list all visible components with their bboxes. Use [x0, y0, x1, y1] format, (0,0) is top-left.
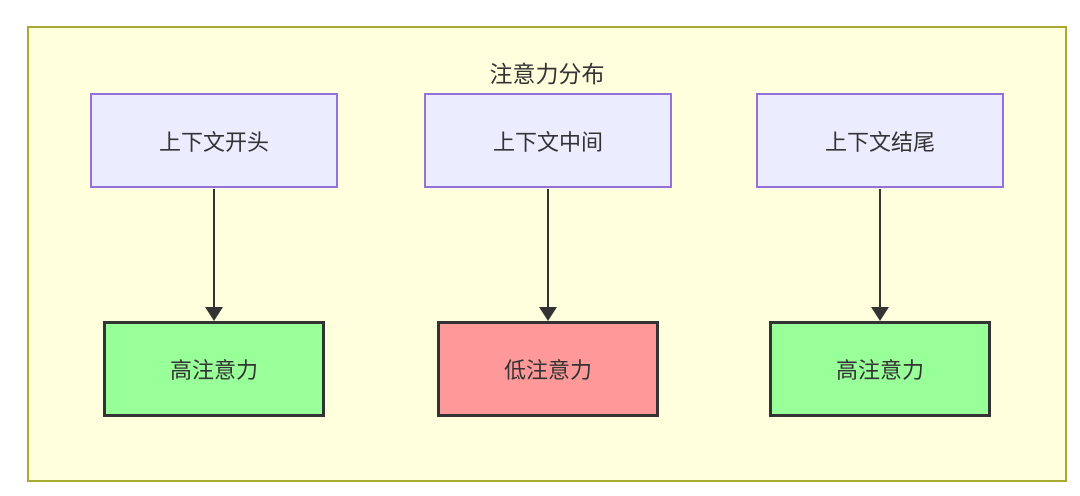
arrowhead-down-icon [871, 307, 889, 321]
node-context-end: 上下文结尾 [756, 93, 1004, 188]
node-label: 低注意力 [503, 358, 592, 383]
edge-arrow-start-to-high [205, 189, 223, 321]
node-label: 高注意力 [835, 358, 924, 383]
node-high-attention-left: 高注意力 [103, 321, 325, 417]
arrow-line [213, 189, 215, 307]
node-label: 上下文结尾 [824, 129, 935, 155]
node-high-attention-right: 高注意力 [769, 321, 991, 417]
diagram-title: 注意力分布 [489, 61, 605, 87]
edge-arrow-middle-to-low [539, 189, 557, 321]
node-low-attention-middle: 低注意力 [437, 321, 659, 417]
arrow-line [547, 189, 549, 307]
arrow-line [879, 189, 881, 307]
node-label: 高注意力 [169, 358, 258, 383]
node-context-start: 上下文开头 [90, 93, 338, 188]
arrowhead-down-icon [539, 307, 557, 321]
node-label: 上下文中间 [492, 129, 603, 155]
node-context-middle: 上下文中间 [424, 93, 672, 188]
arrowhead-down-icon [205, 307, 223, 321]
edge-arrow-end-to-high [871, 189, 889, 321]
node-label: 上下文开头 [158, 129, 269, 155]
